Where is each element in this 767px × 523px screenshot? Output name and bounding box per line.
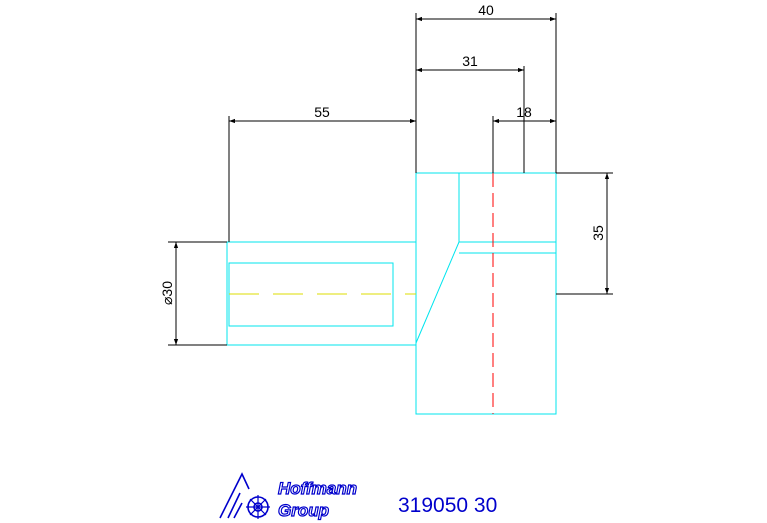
dimension-label-55: 55	[314, 104, 330, 120]
hoffmann-group-logo: Hoffmann Group	[219, 472, 358, 521]
logo-text-line2: Group	[278, 501, 329, 520]
dimension-label-diameter: ⌀30	[159, 281, 175, 305]
dimension-lines	[168, 13, 613, 346]
chamfer-line	[415, 241, 460, 344]
part-number: 319050 30	[398, 494, 498, 517]
logo-text-line1: Hoffmann	[278, 479, 357, 498]
dimension-label-31: 31	[462, 53, 478, 69]
logo-a-shape	[219, 472, 250, 519]
dimension-label-18: 18	[516, 104, 532, 120]
dimension-label-40: 40	[478, 2, 494, 18]
dimension-label-35: 35	[590, 225, 606, 241]
